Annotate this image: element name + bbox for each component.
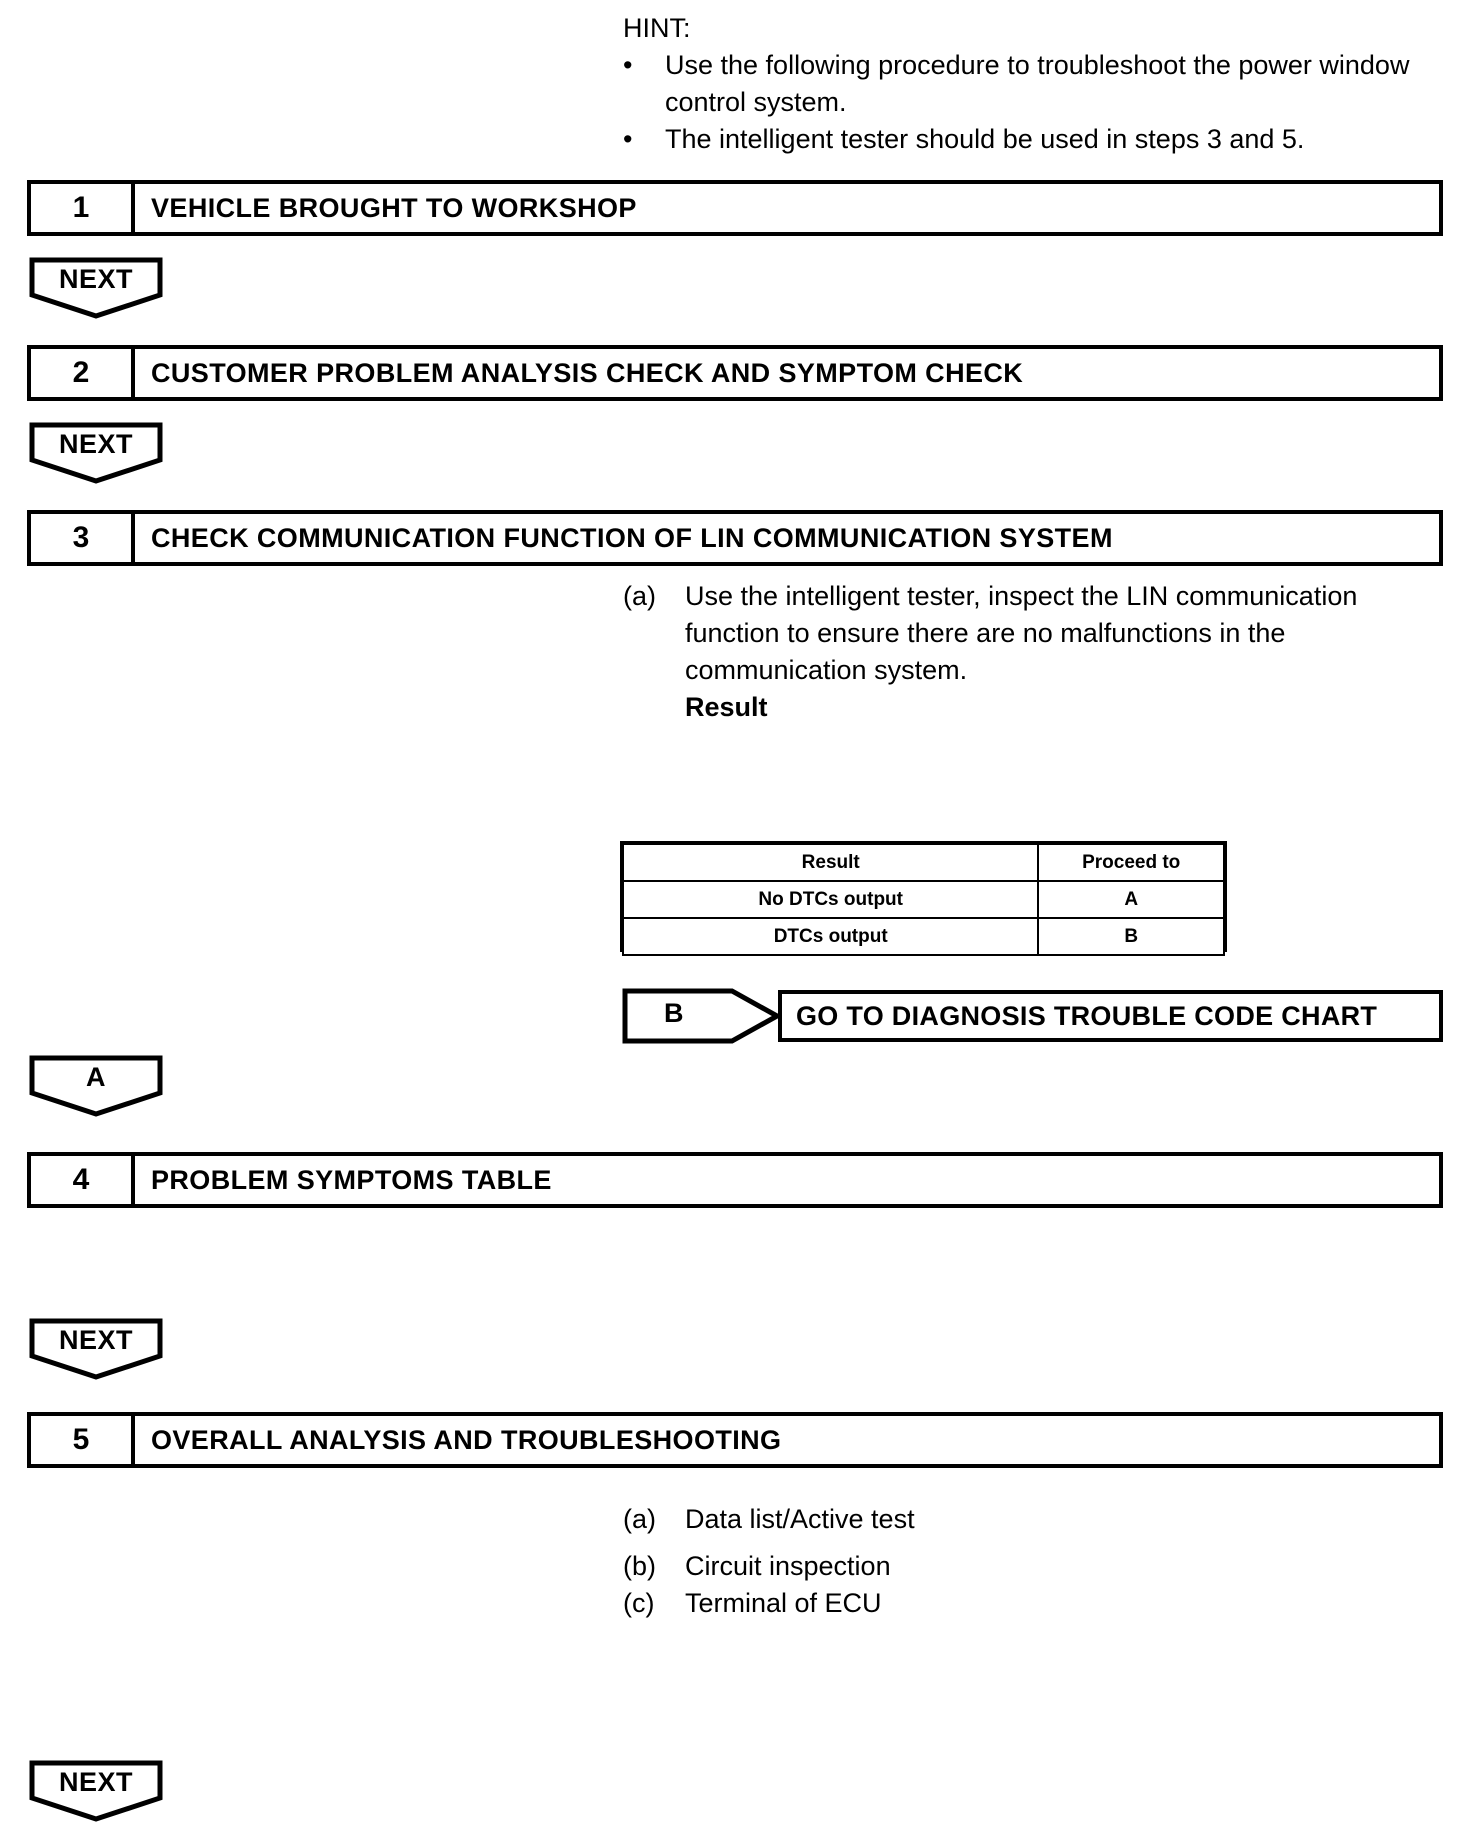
bullet-icon: • [623,50,633,80]
step-number: 1 [31,184,135,232]
hint-item-text: Use the following procedure to troublesh… [665,50,1410,117]
connector-b: B [622,988,780,1044]
step-title: PROBLEM SYMPTOMS TABLE [151,1164,552,1195]
arrow-right-icon [622,988,780,1044]
step-number: 3 [31,514,135,562]
procedure-text: Terminal of ECU [685,1588,882,1618]
pentagon-down-icon [29,1760,163,1822]
procedure-marker: (a) [623,1504,656,1534]
hint-item-text: The intelligent tester should be used in… [665,124,1305,154]
procedure-marker: (a) [623,581,656,611]
procedure-text: Data list/Active test [685,1504,915,1534]
step-number: 5 [31,1416,135,1464]
procedure-paragraph: Use the intelligent tester, inspect the … [685,581,1358,685]
step-bar-1[interactable]: 1 VEHICLE BROUGHT TO WORKSHOP [27,180,1443,236]
step-title: OVERALL ANALYSIS AND TROUBLESHOOTING [151,1424,782,1455]
procedure-text: Use the intelligent tester, inspect the … [685,578,1413,726]
step-number: 2 [31,349,135,397]
connector-next-3: NEXT [29,1318,163,1380]
hint-list-item: • The intelligent tester should be used … [623,121,1413,158]
column-header-result: Result [621,843,1040,882]
column-header-proceed-to: Proceed to [1037,843,1225,882]
procedure-subheading: Result [685,692,768,722]
procedure-marker: (c) [623,1588,655,1618]
step5-procedure-c: (c) Terminal of ECU [623,1585,1123,1622]
step3-procedure: (a) Use the intelligent tester, inspect … [623,578,1413,726]
connector-next-2: NEXT [29,422,163,484]
procedure-text: Circuit inspection [685,1551,891,1581]
hint-list: • Use the following procedure to trouble… [623,47,1413,158]
cell-proceed-to: B [1037,917,1225,956]
step-title: CUSTOMER PROBLEM ANALYSIS CHECK AND SYMP… [151,357,1024,388]
cell-result: No DTCs output [621,880,1040,919]
table-row: No DTCs output A [621,880,1225,919]
step-title: VEHICLE BROUGHT TO WORKSHOP [151,192,637,223]
hint-title: HINT: [623,13,691,43]
table-row: DTCs output B [621,917,1225,956]
hint-list-item: • Use the following procedure to trouble… [623,47,1413,121]
step-bar-3[interactable]: 3 CHECK COMMUNICATION FUNCTION OF LIN CO… [27,510,1443,566]
result-table: Result Proceed to No DTCs output A DTCs … [621,843,1225,956]
cell-result: DTCs output [621,917,1040,956]
goto-dtc-chart-label: GO TO DIAGNOSIS TROUBLE CODE CHART [796,1000,1378,1031]
step-bar-4[interactable]: 4 PROBLEM SYMPTOMS TABLE [27,1152,1443,1208]
pentagon-down-icon [29,1055,163,1117]
cell-proceed-to: A [1037,880,1225,919]
hint-block: HINT: • Use the following procedure to t… [623,10,1413,158]
pentagon-down-icon [29,257,163,319]
step5-procedure-b: (b) Circuit inspection [623,1548,1123,1585]
pentagon-down-icon [29,422,163,484]
connector-next-1: NEXT [29,257,163,319]
table-header-row: Result Proceed to [621,843,1225,882]
goto-dtc-chart-box[interactable]: GO TO DIAGNOSIS TROUBLE CODE CHART [778,990,1443,1042]
pentagon-down-icon [29,1318,163,1380]
step-number: 4 [31,1156,135,1204]
step-bar-2[interactable]: 2 CUSTOMER PROBLEM ANALYSIS CHECK AND SY… [27,345,1443,401]
connector-next-4: NEXT [29,1760,163,1822]
step-bar-5[interactable]: 5 OVERALL ANALYSIS AND TROUBLESHOOTING [27,1412,1443,1468]
bullet-icon: • [623,124,633,154]
procedure-marker: (b) [623,1551,656,1581]
connector-a: A [29,1055,163,1117]
step-title: CHECK COMMUNICATION FUNCTION OF LIN COMM… [151,522,1113,553]
step5-procedure-a: (a) Data list/Active test [623,1501,1123,1538]
